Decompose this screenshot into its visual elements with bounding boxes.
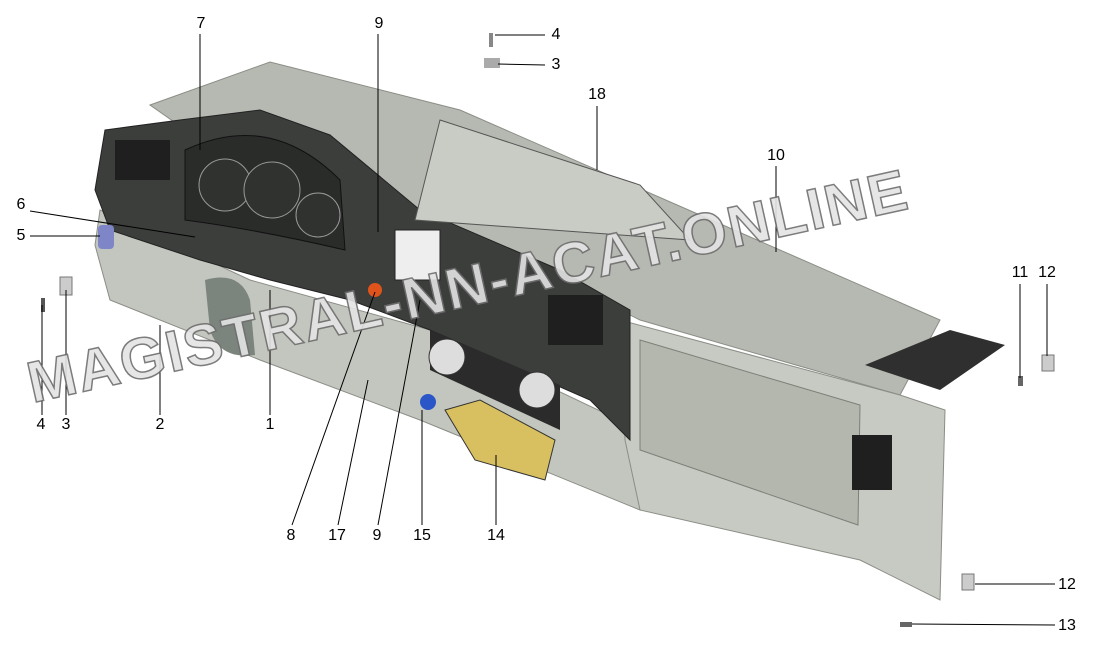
callout-18: 18 [588, 86, 606, 103]
glovebox-door [639, 339, 861, 526]
red-switch [368, 283, 382, 297]
callout-12: 12 [1038, 264, 1056, 281]
blue-switch [420, 394, 436, 410]
clip-part [1041, 354, 1055, 372]
gauge [295, 192, 341, 238]
callout-3: 3 [61, 416, 71, 433]
callout-10: 10 [767, 147, 785, 164]
callout-1: 1 [265, 416, 275, 433]
callout-5: 5 [16, 227, 26, 244]
callout-4: 4 [551, 26, 561, 43]
callout-4: 4 [36, 416, 46, 433]
callout-17: 17 [328, 527, 346, 544]
center-vent-left [394, 229, 441, 281]
left-vent [115, 140, 170, 180]
tachometer [243, 161, 301, 219]
callout-2: 2 [155, 416, 165, 433]
callout-7: 7 [196, 15, 206, 32]
clip-part [961, 573, 975, 591]
steering-column-cover [205, 277, 255, 356]
screw-part [489, 33, 493, 47]
control-knob-left [428, 338, 466, 376]
callout-15: 15 [413, 527, 431, 544]
callout-8: 8 [286, 527, 296, 544]
screw-part [1018, 376, 1023, 386]
callout-3: 3 [551, 56, 561, 73]
top-storage-lid [414, 119, 692, 241]
light-switch [98, 225, 114, 249]
speedometer [198, 158, 252, 212]
pocket [444, 399, 556, 481]
callout-9: 9 [372, 527, 382, 544]
callout-6: 6 [16, 196, 26, 213]
center-vent-right [548, 295, 603, 345]
callout-9: 9 [374, 15, 384, 32]
speaker-grille [865, 330, 1005, 390]
screw-part [41, 298, 45, 312]
right-vent [852, 435, 892, 490]
control-knob-right [518, 371, 556, 409]
callout-13: 13 [1058, 617, 1076, 634]
screw-part [900, 622, 912, 627]
clip-part [484, 58, 500, 68]
callout-12: 12 [1058, 576, 1076, 593]
leader-lines [29, 34, 1056, 626]
callout-11: 11 [1011, 264, 1029, 281]
callout-14: 14 [487, 527, 505, 544]
